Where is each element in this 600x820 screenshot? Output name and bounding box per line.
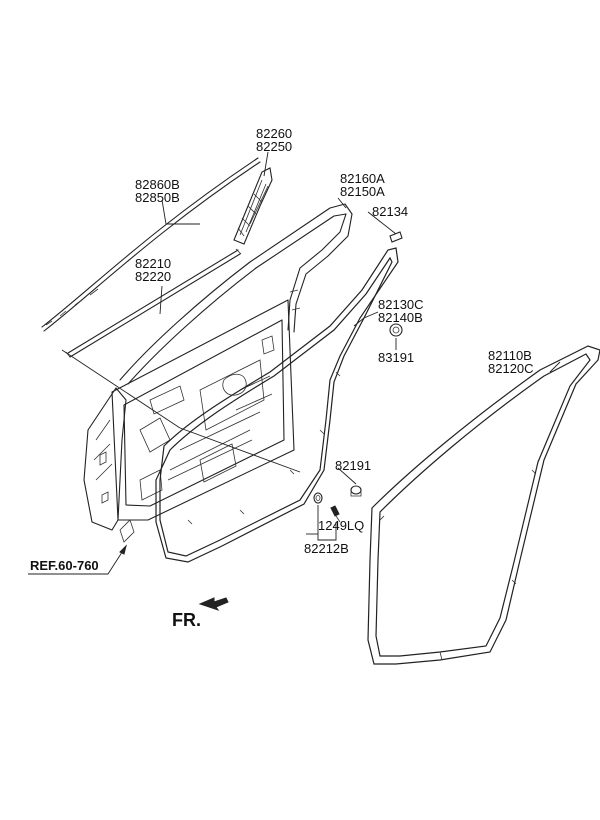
label-82134: 82134 [372,204,408,219]
body-side-weatherstrip [367,345,600,665]
label-82120c: 82120C [488,361,534,376]
label-82850b: 82850B [135,190,180,205]
label-1249lq: 1249LQ [318,518,364,533]
door-skin [83,387,135,543]
label-82160a: 82160A [340,171,385,186]
ref-underline [28,545,127,575]
plug-83191 [389,323,403,337]
grommet-82191 [350,485,362,497]
front-indicator: FR. [172,597,229,630]
label-82210: 82210 [135,256,171,271]
leader-lines [61,151,561,541]
ref-arrowhead [119,544,127,555]
label-82260: 82260 [256,126,292,141]
door-frame [119,203,353,385]
front-arrow-icon [198,597,229,611]
label-82110b: 82110B [488,348,532,363]
screw-1249LQ [330,505,341,523]
label-82130c: 82130C [378,297,424,312]
clip-82134 [389,231,403,243]
label-82212b: 82212B [304,541,349,556]
door-side-weatherstrip [155,247,399,563]
label-82191: 82191 [335,458,371,473]
label-82860b: 82860B [135,177,180,192]
label-82140b: 82140B [378,310,423,325]
front-label: FR. [172,610,201,630]
clip-82212B [313,492,323,504]
label-82250: 82250 [256,139,292,154]
part-labels: 82260 82250 82860B 82850B 82160A 82150A … [28,126,534,575]
corner-piece [233,167,273,245]
ref-label: REF.60-760 [30,558,99,573]
label-82150a: 82150A [340,184,385,199]
label-82220: 82220 [135,269,171,284]
top-molding-strip [41,157,261,332]
label-83191: 83191 [378,350,414,365]
inner-door-panel [111,299,295,521]
